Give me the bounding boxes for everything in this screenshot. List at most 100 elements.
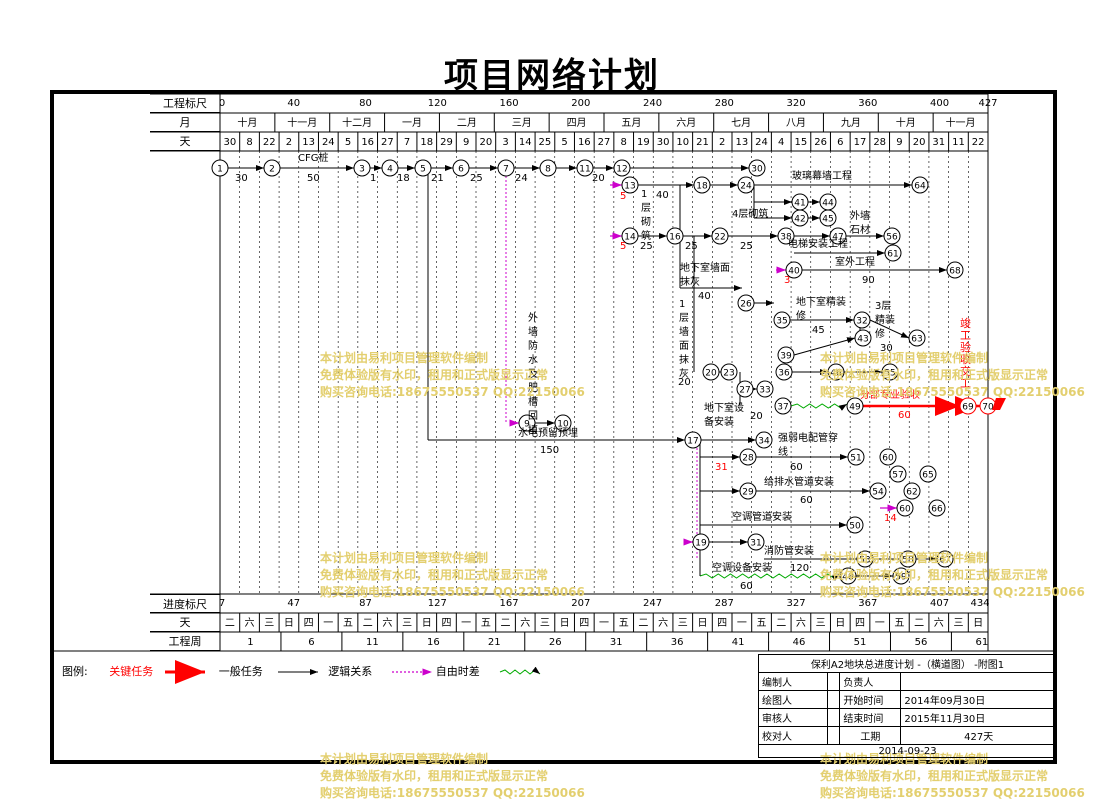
task-label: 空调管道安装 <box>732 512 792 523</box>
day-label: 14 <box>519 137 532 148</box>
network-node <box>621 176 639 194</box>
node-id: 4 <box>387 165 393 175</box>
month-label: 三月 <box>512 117 532 129</box>
weekday-label: 五 <box>481 618 491 629</box>
network-node <box>773 311 791 329</box>
scale-tick: 247 <box>643 598 662 609</box>
node-id: 1 <box>217 165 223 175</box>
network-node <box>775 363 793 381</box>
network-node <box>777 227 795 245</box>
node-id: 13 <box>624 182 635 192</box>
node-id: 41 <box>794 199 805 209</box>
end-date: 2015年11月30日 <box>900 708 1057 727</box>
weekday-label: 日 <box>422 618 432 629</box>
drawer-label: 绘图人 <box>758 690 828 709</box>
network-node <box>884 244 902 262</box>
scale-tick: 87 <box>359 598 372 609</box>
weekday-label: 四 <box>304 618 314 629</box>
month-label: 十一月 <box>287 116 317 129</box>
node-id: 67 <box>939 556 950 566</box>
duration-value: 427天 <box>900 726 1057 745</box>
month-label: 十月 <box>896 116 916 129</box>
network-node <box>879 448 897 466</box>
node-id: 18 <box>696 182 708 192</box>
node-id: 45 <box>822 215 833 225</box>
node-id: 20 <box>705 369 717 379</box>
node-id: 2 <box>269 165 275 175</box>
weekday-label: 五 <box>757 618 767 629</box>
node-id: 22 <box>714 233 725 243</box>
node-id: 23 <box>723 369 734 379</box>
month-label: 七月 <box>731 117 751 129</box>
day-label: 24 <box>322 137 335 148</box>
week-label: 16 <box>427 637 440 648</box>
duration: 30 <box>880 343 893 354</box>
month-label: 五月 <box>621 117 641 129</box>
watermark: 本计划由易利项目管理软件编制免费体验版有水印，租用和正式版显示正常购买咨询电话:… <box>320 752 585 800</box>
duration: 90 <box>862 275 875 286</box>
plan-name: 保利A2地块总进度计划 -（横道图） -附图1 <box>758 654 1057 673</box>
weekday-label: 四 <box>579 618 589 629</box>
watermark: 本计划由易利项目管理软件编制免费体验版有水印，租用和正式版显示正常购买咨询电话:… <box>320 351 585 399</box>
task-label: 4层砌筑 <box>732 209 769 220</box>
weekday-label: 三 <box>953 618 963 629</box>
duration: 20 <box>592 173 605 184</box>
node-id: 42 <box>794 215 805 225</box>
network-node <box>889 465 907 483</box>
network-node <box>883 227 901 245</box>
day-label: 30 <box>657 137 670 148</box>
network-node <box>692 533 710 551</box>
task-label: 空调设备安装 <box>712 563 772 574</box>
weekday-label: 日 <box>284 618 294 629</box>
weekday-label: 六 <box>796 617 806 629</box>
day-label: 30 <box>223 137 236 148</box>
network-node <box>737 294 755 312</box>
task-label: 地下室墙面抹灰 <box>680 263 730 288</box>
node-id: 40 <box>788 267 800 277</box>
task-label: 地下室精装修 <box>796 297 846 322</box>
day-label: 3 <box>502 137 508 148</box>
node-id: 9 <box>524 420 530 430</box>
day-label: 31 <box>932 137 945 148</box>
node-id: 60 <box>882 454 894 464</box>
legend-free-float-sample <box>499 666 541 675</box>
network-node <box>452 159 470 177</box>
scale-tick: 360 <box>858 98 877 109</box>
network-node <box>756 380 774 398</box>
day-label: 4 <box>778 137 784 148</box>
node-id: 68 <box>949 267 961 277</box>
print-date: 2014-09-23 <box>758 744 1057 758</box>
duration-label: 工期 <box>839 726 902 745</box>
task-label: 给排水管道安装 <box>764 477 834 488</box>
week-label: 6 <box>308 637 314 648</box>
checker-label: 校对人 <box>758 726 828 745</box>
scale-tick: 7 <box>219 598 225 609</box>
scale-tick: 200 <box>571 98 590 109</box>
scale-tick: 367 <box>858 598 877 609</box>
month-label: 九月 <box>841 117 861 129</box>
node-id: 28 <box>742 454 754 464</box>
duration: 21 <box>431 173 444 184</box>
watermark: 本计划由易利项目管理软件编制免费体验版有水印，租用和正式版显示正常购买咨询电话:… <box>820 351 1085 399</box>
weekday-label: 一 <box>875 618 885 629</box>
network-node <box>928 499 946 517</box>
weekday-label: 二 <box>914 618 924 629</box>
month-label: 十一月 <box>946 116 976 129</box>
weekday-label: 六 <box>520 617 530 629</box>
week-label: 36 <box>671 637 684 648</box>
duration: 45 <box>812 325 825 336</box>
weekday-label: 一 <box>737 618 747 629</box>
duration: 60 <box>740 581 753 592</box>
owner-label: 负责人 <box>839 672 902 691</box>
weekday-label: 五 <box>619 618 629 629</box>
day-label: 17 <box>854 137 867 148</box>
network-node <box>903 482 921 500</box>
day-label: 13 <box>735 137 748 148</box>
network-node <box>854 329 872 347</box>
day-label: 25 <box>539 137 552 148</box>
task-label: 3层精装修 <box>875 301 895 340</box>
duration: 1 <box>370 173 377 184</box>
network-node <box>666 227 684 245</box>
legend-label: 图例: <box>62 665 88 678</box>
node-id: 54 <box>872 488 884 498</box>
